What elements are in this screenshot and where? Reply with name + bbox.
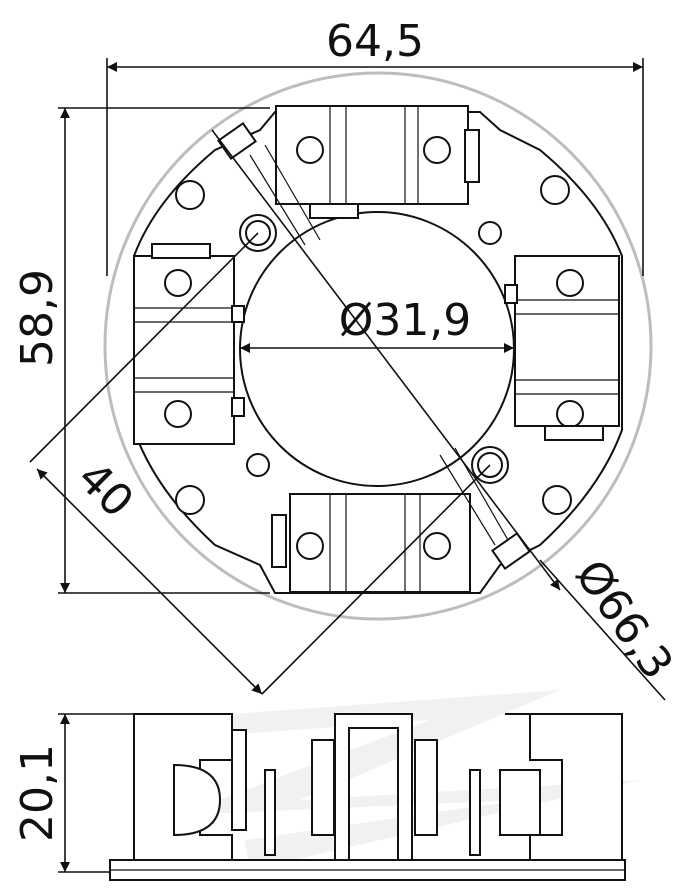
height-label: 58,9	[12, 269, 63, 367]
side-view	[109, 713, 626, 881]
brush-holder-bottom	[271, 493, 471, 593]
dim-width: 64,5	[106, 16, 644, 276]
dim-side-height: 20,1	[12, 713, 134, 873]
side-height-label: 20,1	[12, 744, 63, 842]
width-label: 64,5	[326, 16, 424, 67]
brush-holder-top	[275, 105, 480, 219]
outer-circle	[103, 71, 653, 621]
dim-inner-diameter: Ø31,9	[240, 295, 514, 353]
inner-diameter-label: Ø31,9	[339, 295, 472, 346]
outer-diameter-label: Ø66,3	[565, 551, 683, 689]
brush-holder-right	[504, 255, 620, 441]
brush-holder-left	[133, 243, 245, 445]
